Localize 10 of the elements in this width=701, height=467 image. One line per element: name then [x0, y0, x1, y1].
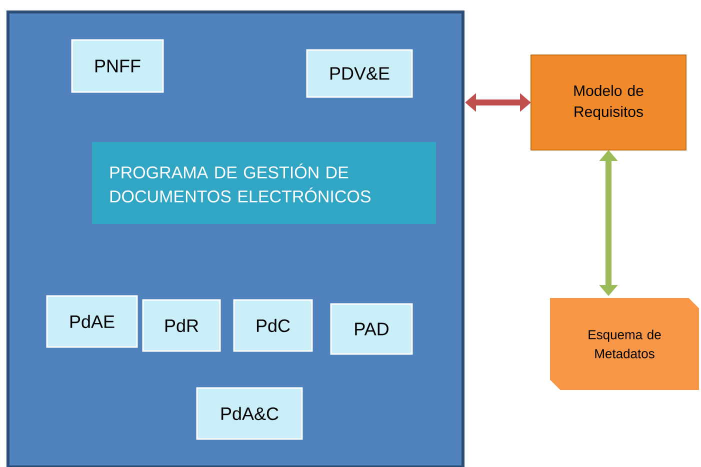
module-box: PAD	[330, 303, 413, 355]
module-box: PDV&E	[306, 49, 413, 98]
schema-box: Esquema de Metadatos	[546, 294, 701, 394]
module-box: PdR	[142, 299, 221, 352]
model-box: Modelo de Requisitos	[530, 54, 686, 150]
module-box: PdA&C	[196, 387, 303, 440]
module-box: PNFF	[71, 39, 164, 93]
module-box: PdC	[233, 299, 313, 352]
module-box: PdAE	[46, 295, 138, 348]
program-title-box: PROGRAMA DE GESTIÓN DE DOCUMENTOS ELECTRÓNICOS	[92, 142, 436, 224]
